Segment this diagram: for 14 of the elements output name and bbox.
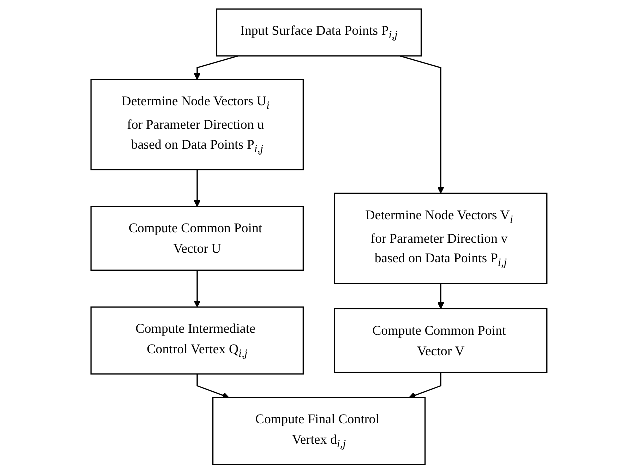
- node-box: Compute Intermediate Control Vertex Q$_{i,j}$: [90, 306, 304, 375]
- node-box: Compute Final Control Vertex d$_{i,j}$: [212, 397, 426, 466]
- node-box: Compute Common Point Vector V: [334, 308, 548, 374]
- arrow: [408, 372, 442, 399]
- arrow: [196, 374, 230, 399]
- node-box: Determine Node Vectors U$_{i}$ for Parameter Direction u based on Data Points P$_{i,j}$: [90, 79, 304, 171]
- node-box: Determine Node Vectors V$_{i}$ for Parameter Direction v based on Data Points P$_{i,j}$: [334, 192, 548, 284]
- arrow: [194, 56, 238, 80]
- arrow: [194, 270, 201, 308]
- arrow: [194, 170, 201, 208]
- arrow: [437, 284, 444, 310]
- node-box: Input Surface Data Points P$_{i,j}$: [216, 8, 422, 57]
- node-box: Compute Common Point Vector U: [90, 206, 304, 272]
- arrow: [400, 56, 444, 194]
